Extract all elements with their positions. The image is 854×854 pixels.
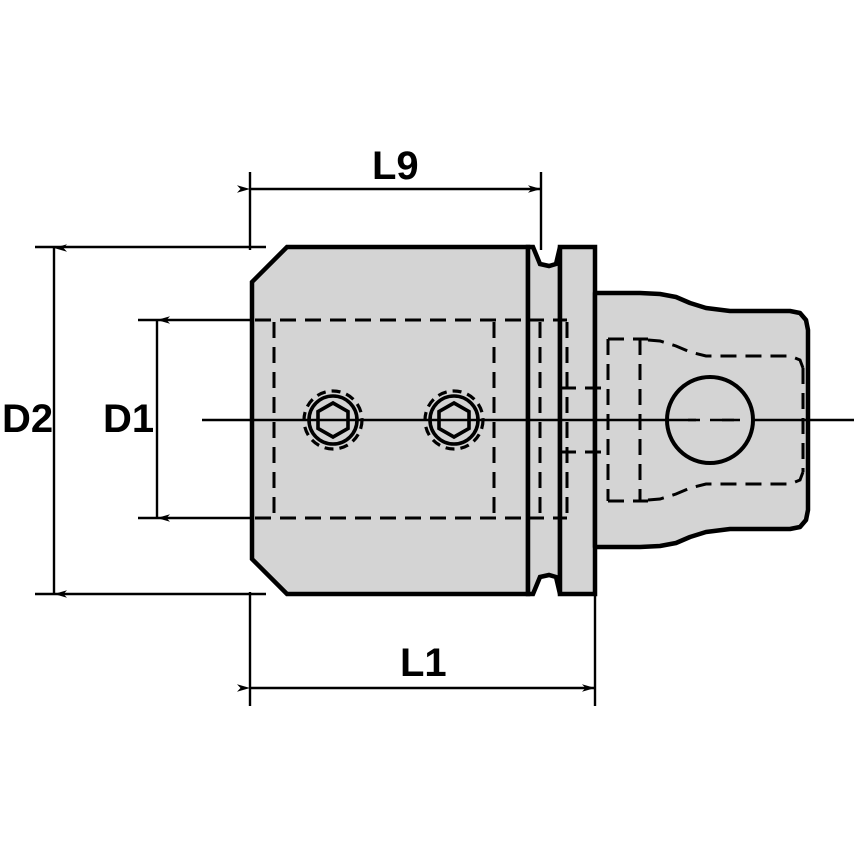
hidden-taper-top xyxy=(647,338,805,369)
dimension-lines xyxy=(52,185,595,692)
screw-mid-circle xyxy=(307,394,359,446)
screw-outer-dashed-circle xyxy=(423,389,485,451)
dimension-label-d1: D1 xyxy=(103,397,155,441)
dimension-label-d2: D2 xyxy=(2,397,54,441)
screw-hex-socket xyxy=(437,400,471,440)
screw-hex-socket xyxy=(316,400,350,440)
hidden-lines xyxy=(255,318,805,520)
hex-socket-screw-left xyxy=(302,389,364,451)
taper-bore-circle xyxy=(665,375,755,465)
screw-outer-dashed-circle xyxy=(302,389,364,451)
screw-mid-circle xyxy=(428,394,480,446)
hidden-taper-bottom xyxy=(647,471,805,502)
clamping-screws xyxy=(302,389,485,451)
hex-socket-screw-right xyxy=(423,389,485,451)
dimension-label-l9: L9 xyxy=(372,144,419,188)
dimension-label-l1: L1 xyxy=(400,641,447,685)
